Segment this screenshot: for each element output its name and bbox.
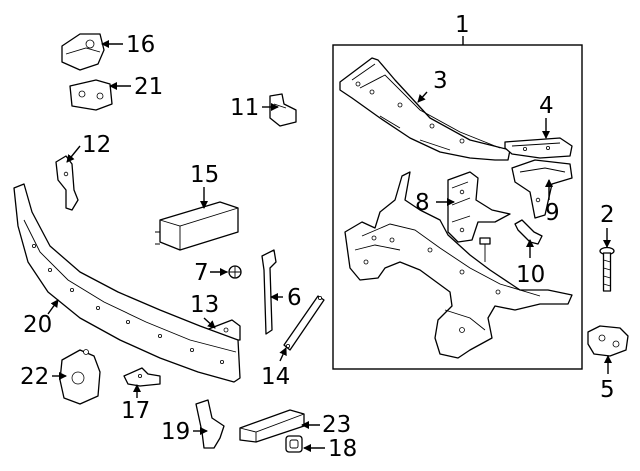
callout-23: 23 xyxy=(322,412,351,438)
bolt-small-center xyxy=(479,237,491,262)
part-18-grommet xyxy=(285,435,303,453)
part-4-bracket xyxy=(504,137,573,159)
callout-8: 8 xyxy=(415,190,430,216)
leader-12 xyxy=(66,145,81,163)
callout-9: 9 xyxy=(545,200,560,226)
callout-15: 15 xyxy=(190,162,219,188)
leader-3 xyxy=(417,91,428,103)
callout-19: 19 xyxy=(161,419,190,445)
part-19-bracket xyxy=(195,399,225,449)
callout-5: 5 xyxy=(600,377,615,403)
callout-17: 17 xyxy=(121,398,150,424)
part-8-latch xyxy=(447,171,511,243)
callout-13: 13 xyxy=(190,292,219,318)
callout-14: 14 xyxy=(261,364,290,390)
part-2-long-bolt xyxy=(599,246,615,292)
part-11-clip xyxy=(269,93,297,127)
callout-12: 12 xyxy=(82,132,111,158)
callout-2: 2 xyxy=(600,202,615,228)
callout-3: 3 xyxy=(433,68,448,94)
part-12-bracket xyxy=(55,155,79,211)
part-15-module xyxy=(155,201,239,251)
lower-support-frame xyxy=(344,171,573,359)
part-22-bracket xyxy=(59,349,101,405)
part-10-bolt xyxy=(514,219,543,245)
callout-16: 16 xyxy=(126,32,155,58)
callout-7: 7 xyxy=(194,260,209,286)
callout-21: 21 xyxy=(134,74,163,100)
leader-20 xyxy=(47,299,59,315)
part-5-mount xyxy=(587,325,629,357)
callout-11: 11 xyxy=(230,95,259,121)
callout-4: 4 xyxy=(539,93,554,119)
callout-10: 10 xyxy=(516,262,545,288)
part-9-side-bracket xyxy=(511,159,573,219)
part-3-upper-crossmember xyxy=(339,57,511,161)
part-20-reinforcement xyxy=(13,183,241,383)
part-17-plate xyxy=(123,367,161,387)
part-21-bracket xyxy=(69,79,113,111)
part-6-cable xyxy=(261,249,277,335)
leader-14 xyxy=(279,347,287,362)
part-16-bracket xyxy=(61,33,105,71)
part-14-strut xyxy=(283,295,325,351)
callout-6: 6 xyxy=(287,285,302,311)
callout-18: 18 xyxy=(328,436,357,462)
callout-1: 1 xyxy=(455,12,470,38)
leader-13 xyxy=(203,317,216,329)
callout-22: 22 xyxy=(20,364,49,390)
callout-20: 20 xyxy=(23,312,52,338)
assembly-box xyxy=(332,44,583,370)
